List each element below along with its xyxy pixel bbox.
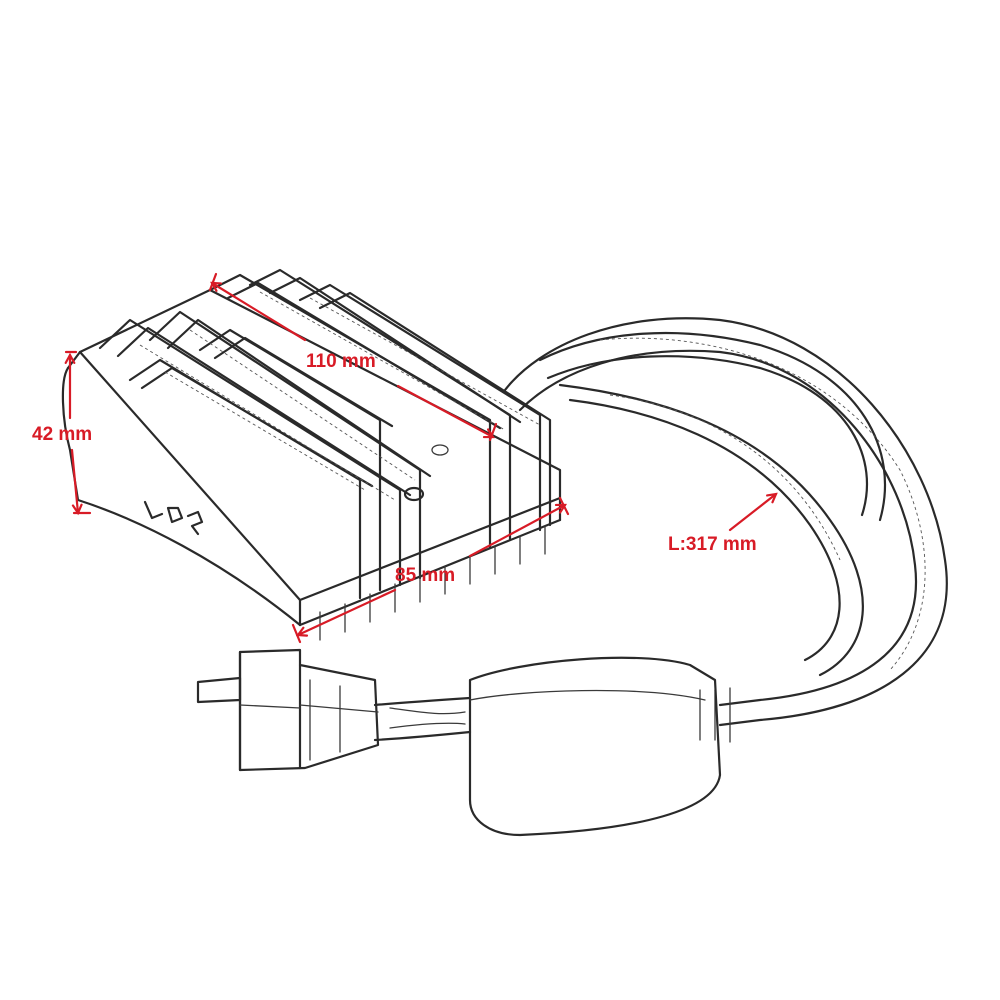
dim-arrow-length-end xyxy=(482,428,496,439)
dim-arrow-height-start xyxy=(64,352,76,364)
dimension-lines xyxy=(64,272,778,644)
dim-tick-width-end xyxy=(558,496,570,516)
dimension-label-length: 110 mm xyxy=(306,351,376,372)
wire-harness xyxy=(373,696,472,742)
dim-line-cable xyxy=(728,492,778,532)
dimension-label-width: 85 mm xyxy=(395,565,456,586)
dim-tick-length-start xyxy=(208,272,218,292)
mounting-hole xyxy=(403,486,425,502)
dim-line-width-b xyxy=(468,503,567,558)
dim-tick-width-start xyxy=(291,623,302,644)
dim-tick-length-end xyxy=(488,422,498,442)
dim-arrow-cable xyxy=(766,492,778,504)
dim-line-length-a xyxy=(210,281,307,342)
dim-line-length-b xyxy=(396,384,495,439)
heatsink-body xyxy=(61,268,562,641)
logo-mark xyxy=(143,500,204,536)
dim-line-height-b xyxy=(70,448,80,515)
dim-line-width-a xyxy=(296,588,397,637)
cable-bundle xyxy=(503,317,948,743)
wire-connector-drawing xyxy=(196,648,380,772)
dimension-label-height: 42 mm xyxy=(32,424,93,445)
rubber-boot xyxy=(468,656,722,837)
dimension-label-cable-length: L:317 mm xyxy=(668,534,757,555)
dim-arrow-width-end xyxy=(554,503,568,514)
heatsink-fins xyxy=(98,268,552,600)
